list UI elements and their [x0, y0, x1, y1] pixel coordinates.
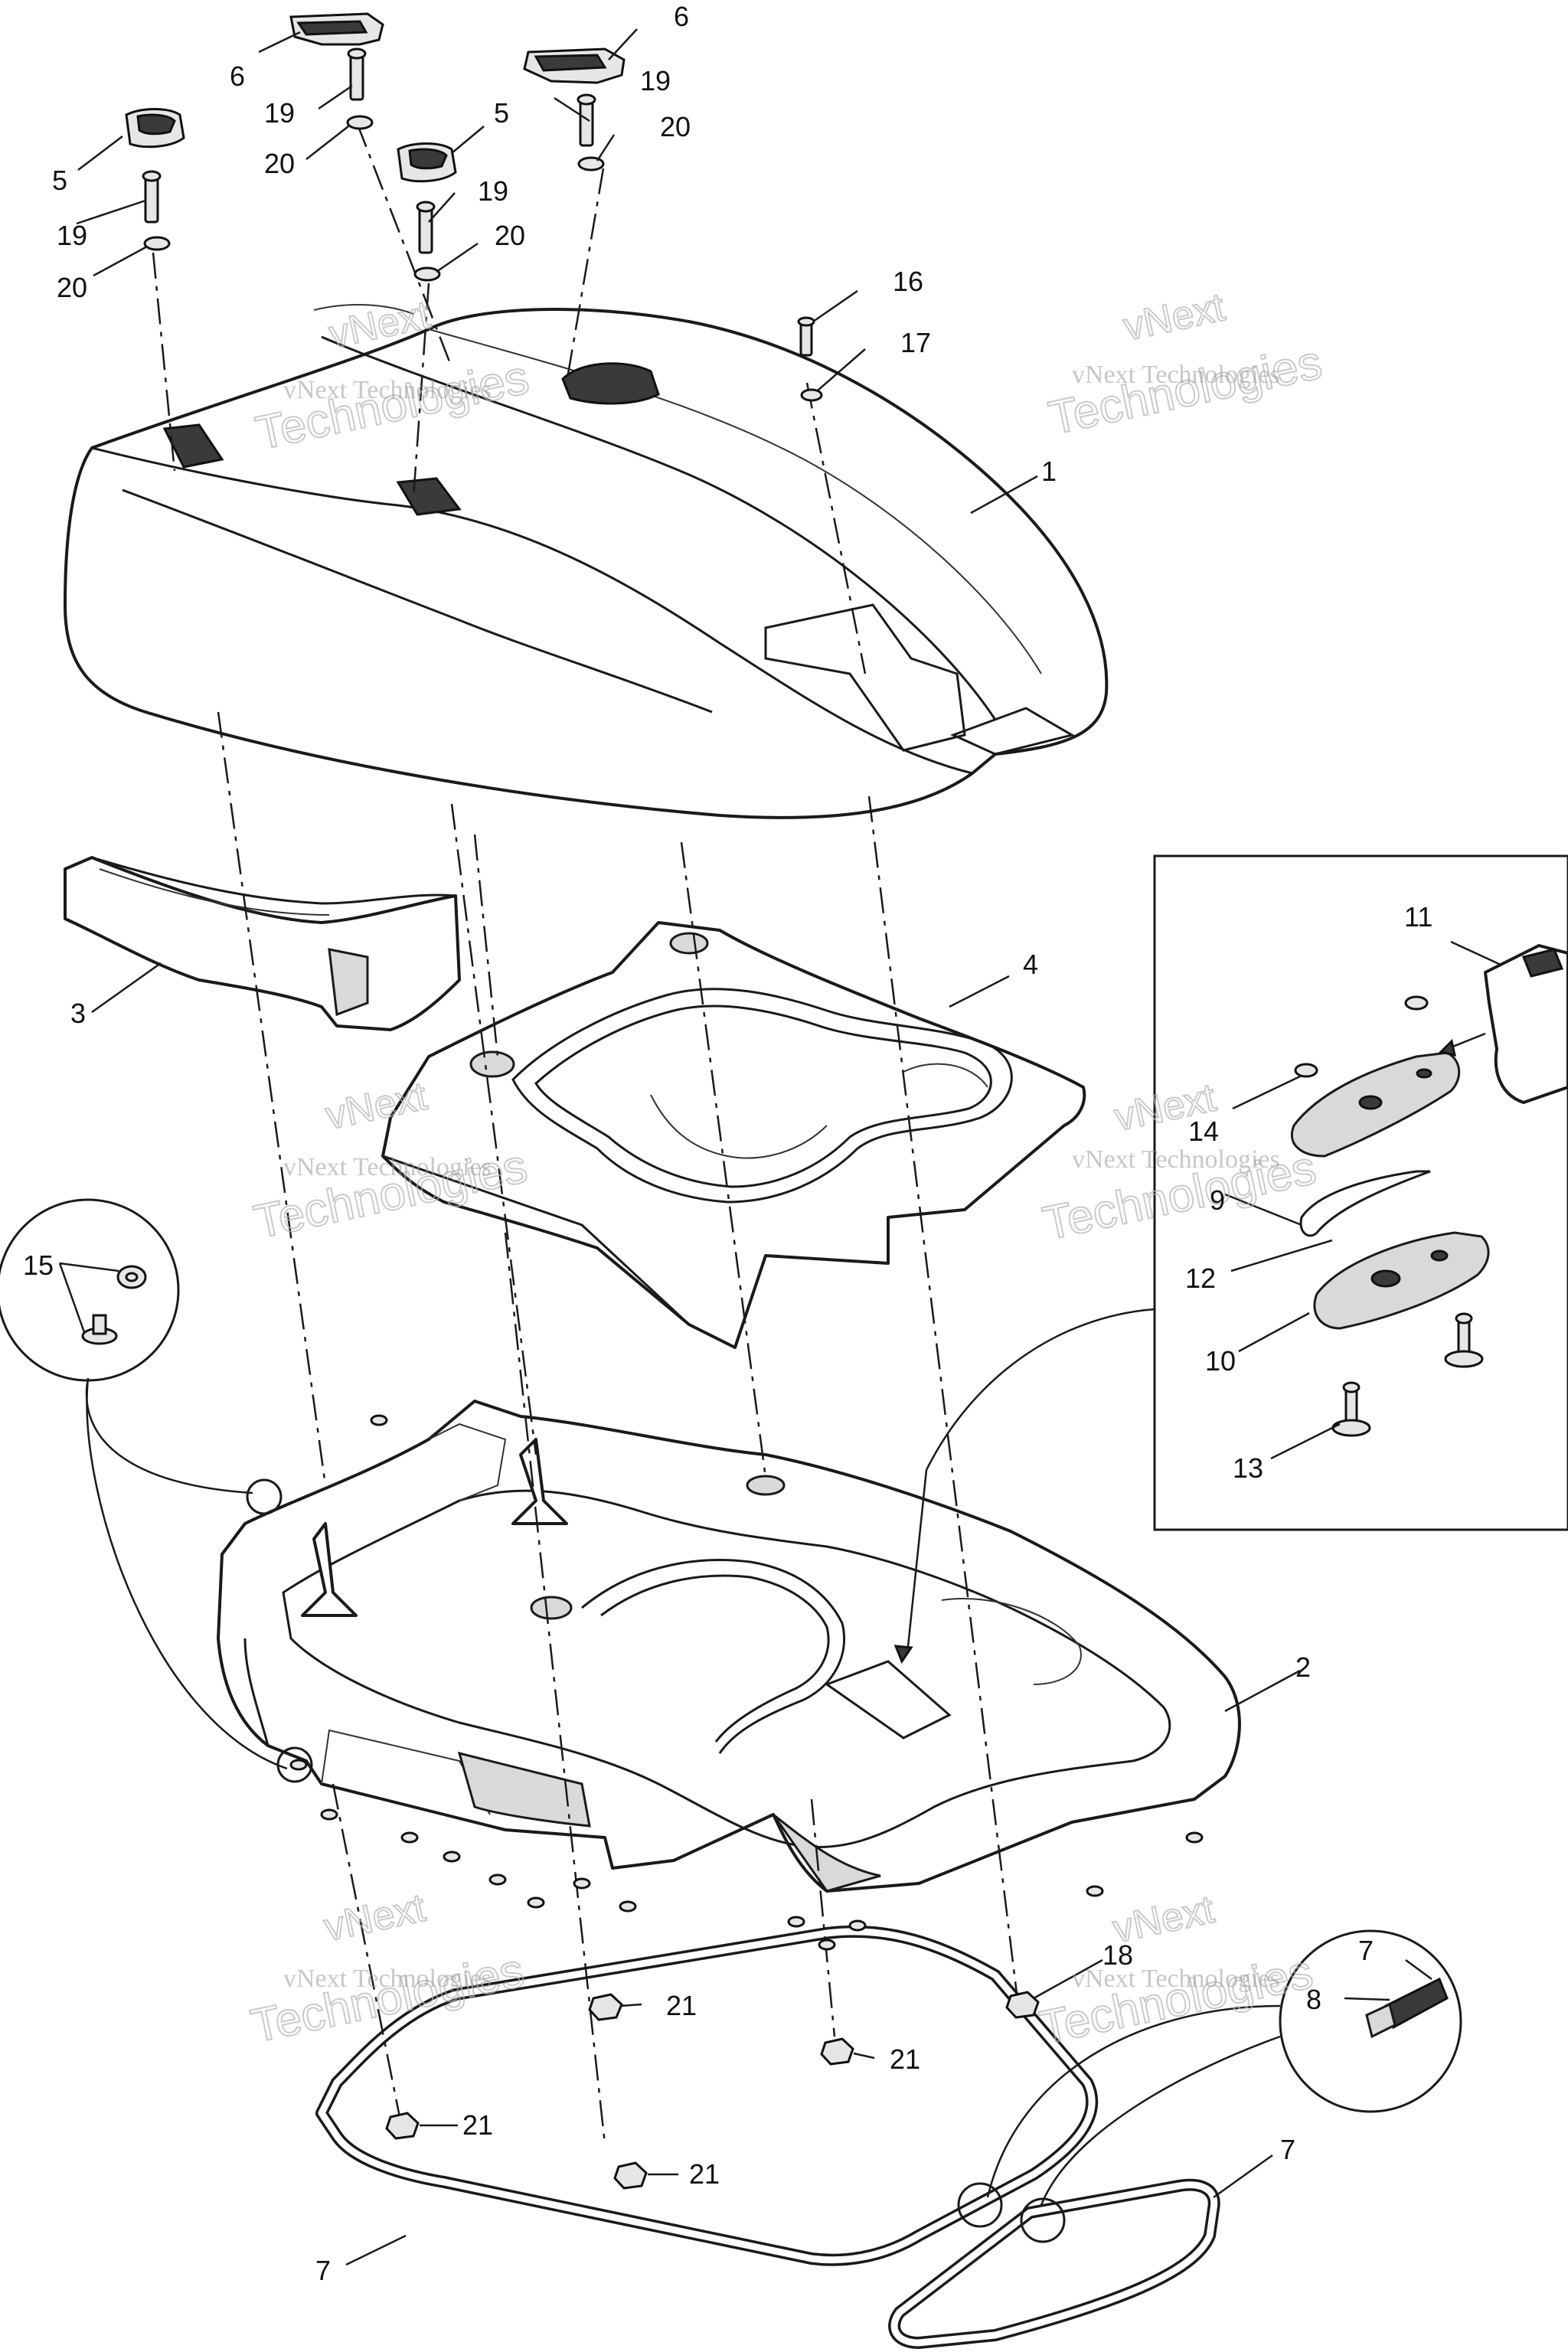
svg-text:vNext: vNext — [320, 1886, 430, 1950]
washer-20-b — [577, 156, 605, 172]
nut-18 — [1005, 1991, 1040, 2019]
callout-14: 14 — [1188, 1116, 1219, 1147]
callout-1: 1 — [1041, 456, 1057, 487]
callout-11: 11 — [1404, 901, 1432, 933]
nut-21-b — [820, 2037, 854, 2066]
watermark-br: vNext Technologies vNext Technologies — [1034, 1886, 1318, 2056]
callout-20-a: 20 — [264, 148, 295, 179]
callout-3: 3 — [70, 998, 86, 1029]
part-1-top-deck-cover — [64, 304, 1109, 819]
detail-circle-15 — [0, 1198, 313, 1783]
washer-17 — [800, 388, 823, 402]
callout-20-c: 20 — [495, 220, 525, 251]
callout-13: 13 — [1233, 1452, 1263, 1484]
hardware-top — [125, 12, 823, 402]
callout-6-right: 6 — [674, 1, 689, 32]
part-4-storage-bin — [381, 921, 1086, 1349]
callout-19-b: 19 — [640, 65, 671, 96]
washer-inset — [1404, 995, 1429, 1011]
callout-7-small-seal: 7 — [1280, 2134, 1295, 2165]
callout-8: 8 — [1306, 1984, 1321, 2015]
callout-leaders — [58, 28, 1501, 2266]
callout-19-c: 19 — [478, 175, 508, 207]
svg-text:vNext Technologies: vNext Technologies — [283, 376, 492, 404]
callout-20-b: 20 — [660, 111, 691, 142]
callout-21-a: 21 — [666, 1990, 697, 2021]
watermark-bl: vNext Technologies vNext Technologies — [246, 1885, 529, 2054]
callout-7-seal: 7 — [315, 2255, 331, 2286]
callout-21-b: 21 — [890, 2043, 920, 2075]
nut-21-d — [613, 2161, 648, 2190]
washer-20-c — [143, 236, 171, 251]
nut-21-a — [588, 1993, 623, 2021]
part-9-spring — [1299, 1170, 1431, 1237]
callout-18: 18 — [1102, 1939, 1133, 1971]
callout-17: 17 — [900, 327, 931, 358]
watermark-tr: vNext Technologies vNext Technologies — [1044, 284, 1327, 446]
callout-19-a: 19 — [264, 97, 295, 129]
part-7-large-seal — [315, 1925, 1099, 2266]
hull-clips — [289, 1414, 1204, 1951]
svg-text:vNext Technologies: vNext Technologies — [1072, 1965, 1280, 1993]
callout-16: 16 — [893, 266, 923, 297]
callout-9: 9 — [1210, 1184, 1225, 1216]
part-11-latch — [1484, 944, 1568, 1104]
svg-text:vNext: vNext — [1120, 285, 1230, 349]
assembly-axes — [152, 122, 1020, 2145]
callout-4: 4 — [1023, 949, 1038, 980]
callout-19-left: 19 — [57, 220, 87, 251]
inset-parts — [893, 944, 1568, 1664]
callout-5-left: 5 — [52, 165, 67, 196]
svg-text:Technologies: Technologies — [1044, 336, 1326, 446]
hardware-bottom — [289, 1414, 1204, 2190]
callout-12: 12 — [1185, 1263, 1216, 1294]
svg-text:vNext Technologies: vNext Technologies — [1072, 1145, 1280, 1174]
part-2-hull-liner — [217, 1400, 1241, 1893]
callout-5-center: 5 — [494, 97, 509, 129]
callout-21-d: 21 — [689, 2158, 720, 2190]
detail-circle-8 — [957, 1929, 1462, 2243]
svg-text:vNext Technologies: vNext Technologies — [283, 1153, 492, 1181]
nut-21-c — [385, 2112, 420, 2140]
part-7-small-seal — [888, 2178, 1220, 2349]
callout-labels: 1 2 3 4 5 5 6 6 7 7 7 8 9 10 11 12 13 14… — [23, 1, 1432, 2286]
callout-7-detail: 7 — [1358, 1935, 1374, 1966]
washer-20-a — [346, 115, 374, 130]
callout-6-left: 6 — [230, 60, 245, 92]
callout-20-left: 20 — [57, 272, 87, 303]
svg-text:vNext Technologies: vNext Technologies — [1072, 361, 1280, 389]
callout-10: 10 — [1205, 1345, 1236, 1377]
callout-15: 15 — [23, 1250, 54, 1281]
callout-21-c: 21 — [462, 2109, 493, 2141]
callout-2: 2 — [1295, 1651, 1311, 1683]
part-3-side-trim-panel — [64, 856, 461, 1031]
svg-text:vNext Technologies: vNext Technologies — [283, 1965, 492, 1993]
washer-20-d — [413, 266, 441, 282]
